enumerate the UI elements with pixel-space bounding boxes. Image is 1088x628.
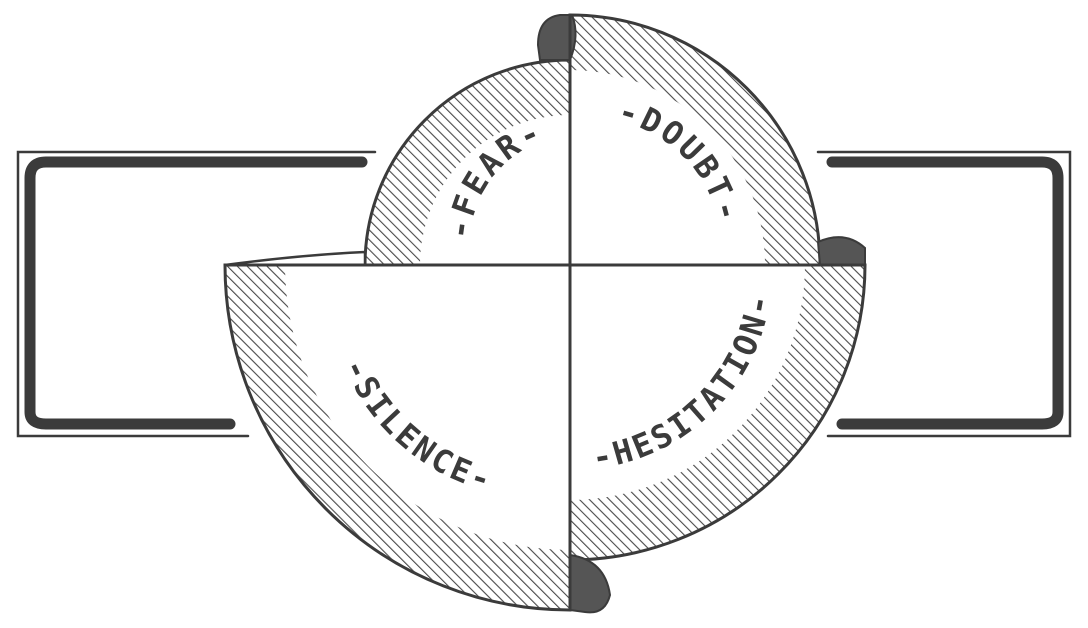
- quadrant-doubt-shape: [536, 13, 822, 267]
- doubt-fold-shadow: [536, 14, 577, 61]
- right-bracket-inner: [826, 156, 1064, 430]
- right-bracket-outer: [816, 150, 1072, 438]
- cross-dividers: [225, 15, 865, 610]
- silence-fold-shadow: [569, 553, 612, 614]
- right-bracket: [816, 150, 1072, 438]
- left-bracket-inner: [24, 156, 368, 430]
- silence-top-edge: [224, 250, 367, 267]
- quadrant-silence-shape: [223, 250, 612, 614]
- hesitation-fold-shadow: [816, 236, 866, 266]
- left-bracket-outer: [16, 150, 377, 438]
- quadrant-fear-shape: [363, 58, 572, 267]
- quadrant-hesitation-shape: [568, 236, 867, 562]
- left-bracket: [16, 150, 377, 438]
